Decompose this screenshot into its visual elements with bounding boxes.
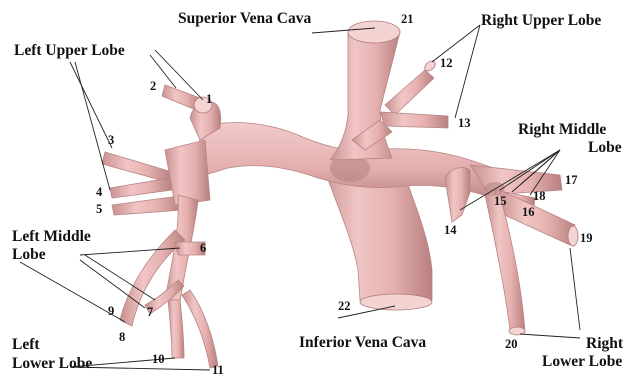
leader-left-upper-lobe-4	[75, 62, 110, 190]
vessel-model	[102, 21, 578, 368]
label-superior-vena-cava: Superior Vena Cava	[178, 10, 311, 27]
leader-right-upper-lobe-b	[455, 25, 480, 118]
label-right-lower-lobe-line1: Right	[586, 335, 624, 352]
number-8: 8	[119, 330, 125, 344]
label-right-lower-lobe-line2: Lower Lobe	[542, 353, 622, 370]
left-hilum-vessel	[165, 140, 210, 205]
branch-4-vessel	[110, 178, 172, 198]
number-17: 17	[565, 173, 578, 187]
inferior-vena-cava-opening	[360, 294, 432, 310]
number-12: 12	[440, 56, 453, 70]
leader-right-lower-lobe-19	[570, 248, 580, 330]
branch-10-vessel	[168, 300, 184, 358]
number-16: 16	[522, 205, 535, 219]
number-10: 10	[152, 352, 165, 366]
label-left-lower-lobe-line2: Lower Lobe	[12, 355, 92, 372]
number-9: 9	[108, 304, 114, 318]
branch-19-end	[568, 226, 578, 246]
leader-left-upper-lobe-3	[70, 62, 112, 148]
label-left-lower-lobe-line1: Left	[12, 336, 40, 353]
number-22: 22	[338, 299, 351, 313]
label-left-middle-lobe-line2: Lobe	[12, 246, 46, 263]
label-right-middle-lobe-line1: Right Middle	[518, 121, 606, 138]
leader-right-lower-lobe-20	[520, 334, 580, 338]
number-3: 3	[108, 133, 114, 147]
number-19: 19	[580, 231, 593, 245]
number-21: 21	[401, 12, 414, 26]
number-11: 11	[212, 363, 224, 377]
number-20: 20	[505, 337, 518, 351]
number-7: 7	[147, 305, 153, 319]
label-left-upper-lobe: Left Upper Lobe	[14, 42, 125, 59]
number-1: 1	[206, 92, 212, 106]
branch-5-vessel	[112, 196, 182, 215]
number-14: 14	[444, 223, 457, 237]
branch-11-vessel	[182, 290, 218, 368]
superior-vena-cava-opening	[348, 21, 400, 43]
label-inferior-vena-cava: Inferior Vena Cava	[299, 334, 426, 351]
number-13: 13	[458, 116, 471, 130]
number-15: 15	[494, 194, 507, 208]
branch-12-vessel	[385, 70, 434, 115]
label-left-middle-lobe-line1: Left Middle	[12, 228, 91, 245]
label-right-middle-lobe-line2: Lobe	[588, 139, 622, 156]
number-5: 5	[96, 202, 102, 216]
number-18: 18	[533, 189, 546, 203]
number-4: 4	[96, 185, 103, 199]
number-6: 6	[200, 241, 206, 255]
label-right-upper-lobe: Right Upper Lobe	[481, 12, 601, 29]
branch-14-vessel	[445, 168, 470, 222]
number-2: 2	[150, 79, 156, 93]
branch-3-vessel	[102, 152, 172, 182]
branch-13-vessel	[380, 112, 448, 128]
